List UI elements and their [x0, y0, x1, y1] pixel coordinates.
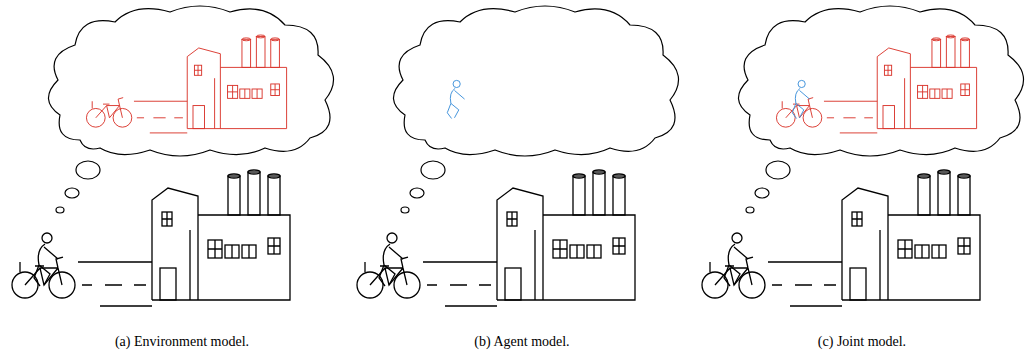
- panel-caption: (b) Agent model.: [474, 334, 569, 350]
- panel-agent: [357, 6, 679, 306]
- panel-joint: [702, 6, 1024, 306]
- panel-caption: (a) Environment model.: [115, 334, 249, 350]
- panel-environment: [12, 6, 334, 306]
- panel-caption: (c) Joint model.: [818, 334, 906, 350]
